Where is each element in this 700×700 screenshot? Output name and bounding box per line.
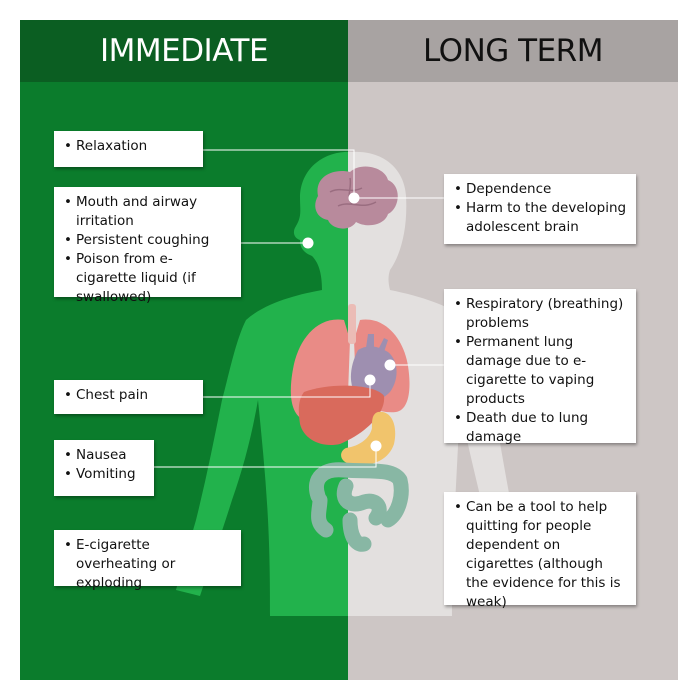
marker-chest bbox=[364, 374, 376, 386]
effect-list: Mouth and airway irritation Persistent c… bbox=[64, 193, 233, 307]
effect-list: Can be a tool to help quitting for peopl… bbox=[454, 498, 628, 612]
connector-chest bbox=[203, 380, 371, 398]
effect-item: Death due to lung damage bbox=[454, 409, 628, 447]
connector-relaxation bbox=[203, 149, 355, 198]
marker-stomach bbox=[370, 440, 382, 452]
effect-list: Dependence Harm to the developing adoles… bbox=[454, 180, 628, 237]
effect-item: Harm to the developing adolescent brain bbox=[454, 199, 628, 237]
effect-item: Mouth and airway irritation bbox=[64, 193, 233, 231]
effect-box-overheating: E-cigarette overheating or exploding bbox=[54, 530, 241, 591]
effect-item: Vomiting bbox=[64, 465, 146, 484]
immediate-title: IMMEDIATE bbox=[99, 33, 269, 69]
effect-list: Relaxation bbox=[64, 137, 195, 156]
effect-box-relaxation: Relaxation bbox=[54, 131, 203, 167]
effect-item: Respiratory (breathing) problems bbox=[454, 295, 628, 333]
effect-item: Relaxation bbox=[64, 137, 195, 156]
marker-brain bbox=[348, 192, 360, 204]
effect-box-nausea: Nausea Vomiting bbox=[54, 440, 154, 496]
effect-item: Permanent lung damage due to e-cigarette… bbox=[454, 333, 628, 409]
marker-mouth bbox=[302, 237, 314, 249]
effect-item: Chest pain bbox=[64, 386, 195, 405]
marker-lungs bbox=[384, 359, 396, 371]
connector-lines bbox=[154, 149, 444, 468]
effect-item: Dependence bbox=[454, 180, 628, 199]
effect-item: Nausea bbox=[64, 446, 146, 465]
effect-box-airway: Mouth and airway irritation Persistent c… bbox=[54, 187, 241, 305]
stomach-icon bbox=[341, 411, 396, 466]
effect-box-chest-pain: Chest pain bbox=[54, 380, 203, 414]
effect-item: Poison from e-cigarette liquid (if swall… bbox=[64, 250, 233, 307]
effect-box-respiratory: Respiratory (breathing) problems Permane… bbox=[444, 289, 636, 445]
effect-item: Persistent coughing bbox=[64, 231, 233, 250]
effect-item: E-cigarette overheating or exploding bbox=[64, 536, 233, 593]
long-term-header-bar bbox=[348, 20, 678, 82]
immediate-header-bar bbox=[20, 20, 348, 82]
effect-box-quitting-tool: Can be a tool to help quitting for peopl… bbox=[444, 492, 636, 610]
effect-list: Nausea Vomiting bbox=[64, 446, 146, 484]
intestines-icon bbox=[309, 462, 409, 552]
organ-markers bbox=[302, 192, 396, 452]
effect-box-dependence: Dependence Harm to the developing adoles… bbox=[444, 174, 636, 244]
connector-nausea bbox=[154, 446, 377, 468]
effect-list: Chest pain bbox=[64, 386, 195, 405]
liver-icon bbox=[298, 385, 385, 446]
effect-list: Respiratory (breathing) problems Permane… bbox=[454, 295, 628, 447]
effect-list: E-cigarette overheating or exploding bbox=[64, 536, 233, 593]
long-term-title: LONG TERM bbox=[423, 33, 603, 69]
effect-item: Can be a tool to help quitting for peopl… bbox=[454, 498, 628, 612]
